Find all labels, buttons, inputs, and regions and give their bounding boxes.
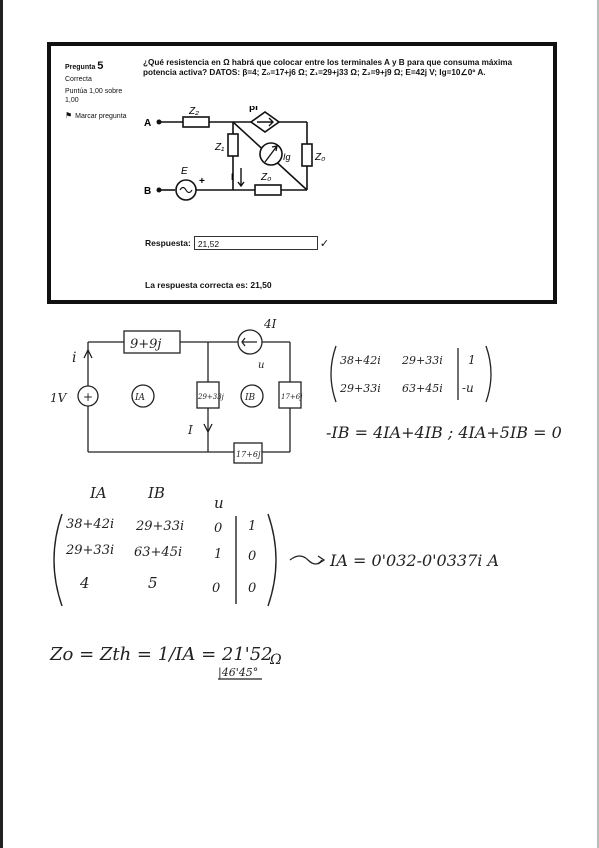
- mesh-equation: -IB = 4IA+4IB ; 4IA+5IB = 0: [326, 423, 562, 442]
- m2-r1c1: 38+42i: [66, 517, 114, 532]
- m2-r1c3: 0: [214, 521, 222, 536]
- hand-z-mid2: 17+6j: [281, 393, 303, 401]
- question-info: Pregunta 5 Correcta Puntúa 1,00 sobre 1,…: [65, 60, 131, 121]
- node-b-label: B: [144, 186, 151, 197]
- hand-dep-source: 4I: [263, 317, 277, 331]
- answer-input[interactable]: 21,52: [193, 236, 318, 250]
- m1-r2c2: 63+45i: [402, 382, 443, 395]
- correct-answer: La respuesta correcta es: 21,50: [145, 280, 272, 290]
- m2-r1c4: 1: [248, 519, 256, 534]
- hand-z-bottom: 17+6j: [236, 450, 261, 459]
- m2-r3c3: 0: [212, 581, 220, 596]
- question-label: Pregunta: [65, 64, 96, 71]
- m2-r3c1: 4: [79, 574, 90, 592]
- hand-z-mid1: 29+33j: [197, 393, 225, 401]
- hand-source-plus: +: [83, 390, 93, 404]
- check-icon: ✓: [319, 237, 330, 250]
- m2-r3c4: 0: [248, 581, 256, 596]
- final-angle: |46'45°: [218, 666, 258, 680]
- question-text: ¿Qué resistencia en Ω habrá que colocar …: [143, 58, 513, 77]
- m1-r2c1: 29+33i: [339, 382, 381, 395]
- z2-label: Z₂: [188, 106, 199, 117]
- m2-header-ia: IA: [89, 484, 107, 502]
- m2-r1c2: 29+33i: [135, 519, 184, 534]
- flag-question-button[interactable]: ⚑Marcar pregunta: [65, 111, 131, 121]
- flag-label: Marcar pregunta: [75, 113, 127, 120]
- matrix1-brackets: [330, 345, 492, 403]
- z1-label: Z₁: [214, 142, 224, 153]
- hand-current-i: i: [72, 350, 76, 366]
- page-right-edge: [597, 0, 599, 848]
- question-status: Correcta: [65, 76, 92, 83]
- m1-r1c1: 38+42i: [340, 354, 381, 367]
- hand-current-I: I: [187, 423, 193, 437]
- current-i-label: I: [231, 172, 234, 182]
- answer-label: Respuesta:: [145, 238, 191, 248]
- m2-r3c2: 5: [148, 574, 158, 592]
- m1-r2c3: -u: [462, 381, 474, 395]
- final-unit: Ω: [269, 652, 282, 668]
- hand-loop-b: IB: [244, 393, 256, 403]
- node-a-label: A: [144, 118, 151, 129]
- page-left-edge: [0, 0, 3, 848]
- emf-label: E: [181, 166, 188, 177]
- ig-label: Ig: [283, 152, 291, 162]
- m2-header-ib: IB: [147, 484, 165, 502]
- matrix2-brackets: [53, 513, 277, 607]
- question-number: 5: [97, 60, 104, 72]
- question-score: Puntúa 1,00 sobre 1,00: [65, 88, 123, 104]
- m2-r2c3: 1: [214, 547, 222, 562]
- circuit-diagram: A B Z₂ Z₁ Z₀ Z₀ βI Ig I E +: [144, 106, 325, 201]
- hand-source-voltage: 1V: [50, 391, 68, 405]
- implies-arrow: [289, 555, 323, 565]
- question-panel: Pregunta 5 Correcta Puntúa 1,00 sobre 1,…: [47, 42, 557, 304]
- z0-bottom-label: Z₀: [260, 172, 271, 183]
- hand-u-label: u: [258, 360, 264, 371]
- z0-right-label: Z₀: [314, 152, 325, 163]
- m1-r1c2: 29+33i: [401, 354, 443, 367]
- m2-r2c1: 29+33i: [65, 543, 114, 558]
- m2-r2c4: 0: [248, 549, 256, 564]
- answer-row: Respuesta: 21,52 ✓: [145, 236, 329, 250]
- m2-header-u: u: [214, 494, 224, 512]
- m1-r1c3: 1: [468, 353, 476, 367]
- m2-r2c2: 63+45i: [134, 545, 182, 560]
- hand-loop-a: IA: [134, 393, 146, 403]
- flag-icon: ⚑: [65, 111, 73, 120]
- emf-plus: +: [199, 176, 205, 187]
- hand-circuit: [77, 329, 302, 464]
- hand-z-top: 9+9j: [130, 337, 161, 352]
- dep-source-label: βI: [249, 106, 258, 113]
- final-impedance: Zo = Zth = 1/IA = 21'52: [49, 644, 273, 665]
- result-ia: IA = 0'032-0'0337i A: [329, 551, 499, 570]
